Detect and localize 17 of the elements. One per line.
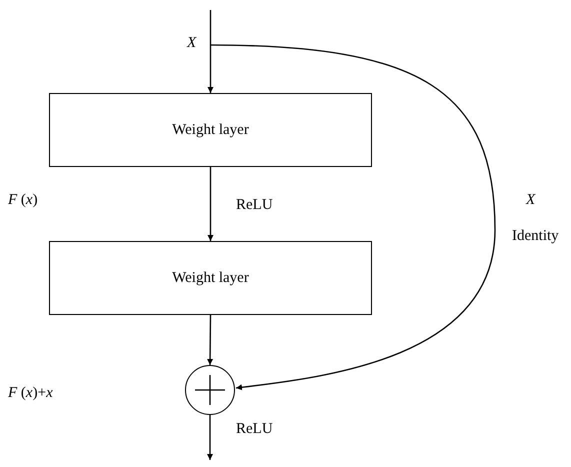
- sum-circle: [185, 365, 235, 415]
- arrow: [207, 415, 213, 460]
- box-label: Weight layer: [172, 122, 249, 138]
- arrow: [210, 44, 496, 390]
- annotation: F (x)+x: [8, 386, 53, 401]
- box-label: Weight layer: [172, 270, 249, 286]
- arrow: [208, 167, 214, 241]
- arrow: [207, 315, 214, 365]
- annotation: Identity: [512, 229, 559, 244]
- process-box: [49, 241, 372, 315]
- process-box: [49, 93, 372, 167]
- arrow: [208, 10, 214, 93]
- annotation: X: [187, 36, 196, 51]
- annotation: F (x): [8, 193, 38, 208]
- annotation: X: [526, 193, 536, 208]
- edge-label: ReLU: [236, 198, 273, 213]
- edge-label: ReLU: [236, 422, 273, 437]
